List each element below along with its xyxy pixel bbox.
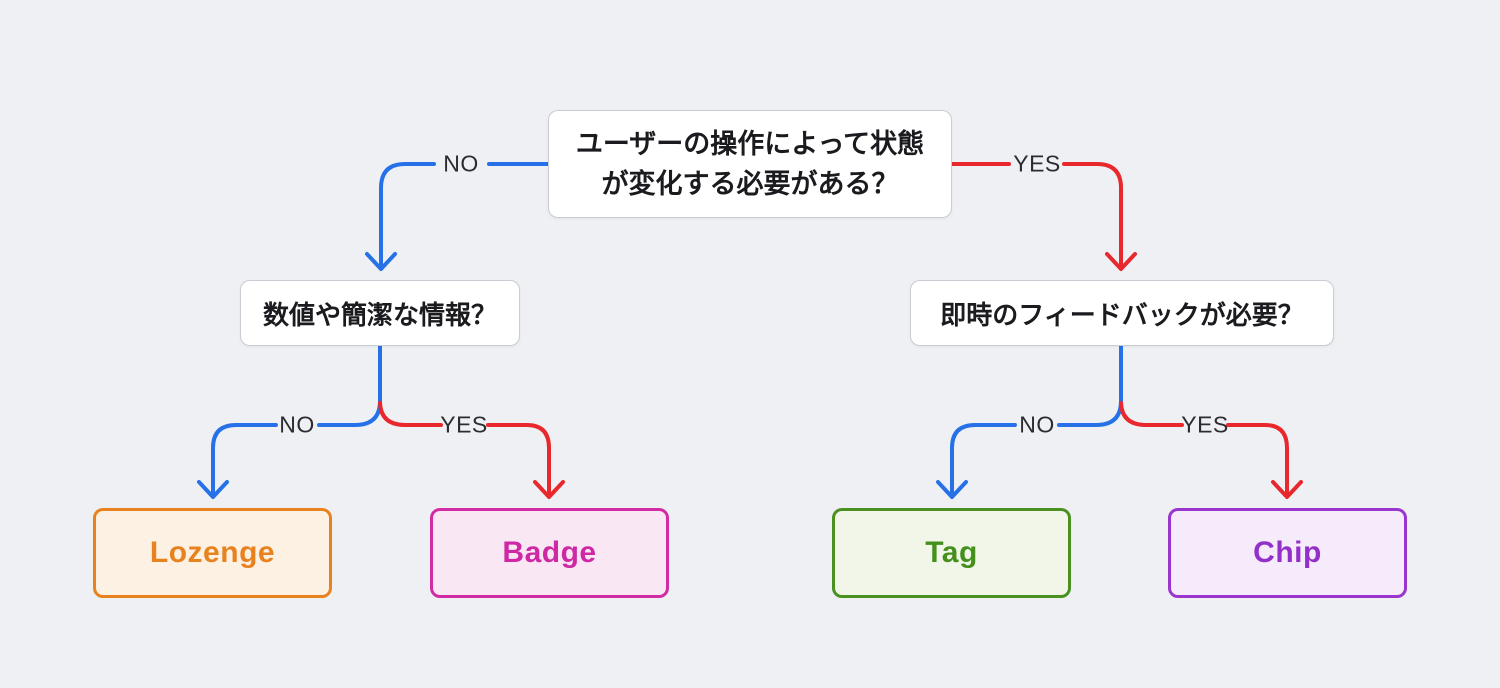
edge-rightq-yes-segment-b: [1226, 423, 1289, 498]
edge-leftq-no-segment-a: [317, 399, 382, 427]
edge-leftq-no-segment-b: [211, 423, 278, 498]
edge-rightq-yes-segment-a: [1119, 401, 1184, 427]
edge-leftq-no-arrowhead: [197, 480, 229, 499]
node-root-question: ユーザーの操作によって状態 が変化する必要がある？: [548, 110, 952, 218]
left-question-label: 数値や簡潔な情報？: [262, 299, 497, 330]
edge-leftq-yes-segment-a: [378, 401, 443, 427]
edge-label-root-yes: YES: [1013, 150, 1061, 177]
edge-rightq-no-arrowhead: [936, 480, 968, 499]
node-tag: Tag: [832, 508, 1071, 598]
node-lozenge: Lozenge: [93, 508, 332, 598]
node-right-question: 即時のフィードバックが必要？: [910, 280, 1334, 346]
edge-leftq-yes-arrowhead: [533, 480, 565, 499]
edge-root-no-segment-b: [379, 162, 436, 269]
edge-label-root-no: NO: [443, 150, 479, 177]
edge-rightq-no-segment-a: [1057, 399, 1123, 427]
edge-label-right-no: NO: [1019, 411, 1055, 438]
edge-label-left-no: NO: [279, 411, 315, 438]
node-left-question: 数値や簡潔な情報？: [240, 280, 520, 346]
node-chip: Chip: [1168, 508, 1407, 598]
edge-rightq-no-segment-b: [950, 423, 1017, 498]
edge-label-right-yes: YES: [1181, 411, 1229, 438]
badge-label: Badge: [502, 536, 597, 569]
right-question-label: 即時のフィードバックが必要？: [940, 299, 1304, 330]
edge-root-yes-arrowhead: [1105, 252, 1137, 271]
edge-rightq-yes-arrowhead: [1271, 480, 1303, 499]
edge-label-left-yes: YES: [440, 411, 488, 438]
root-question-line2: が変化する必要がある？: [601, 169, 899, 199]
tag-label: Tag: [925, 536, 978, 569]
edge-root-no-arrowhead: [365, 252, 397, 271]
lozenge-label: Lozenge: [149, 536, 276, 569]
edge-leftq-yes-segment-b: [486, 423, 551, 498]
node-badge: Badge: [430, 508, 669, 598]
chip-label: Chip: [1253, 536, 1322, 569]
edge-root-yes-segment-b: [1062, 162, 1123, 269]
root-question-line1: ユーザーの操作によって状態: [575, 128, 925, 159]
